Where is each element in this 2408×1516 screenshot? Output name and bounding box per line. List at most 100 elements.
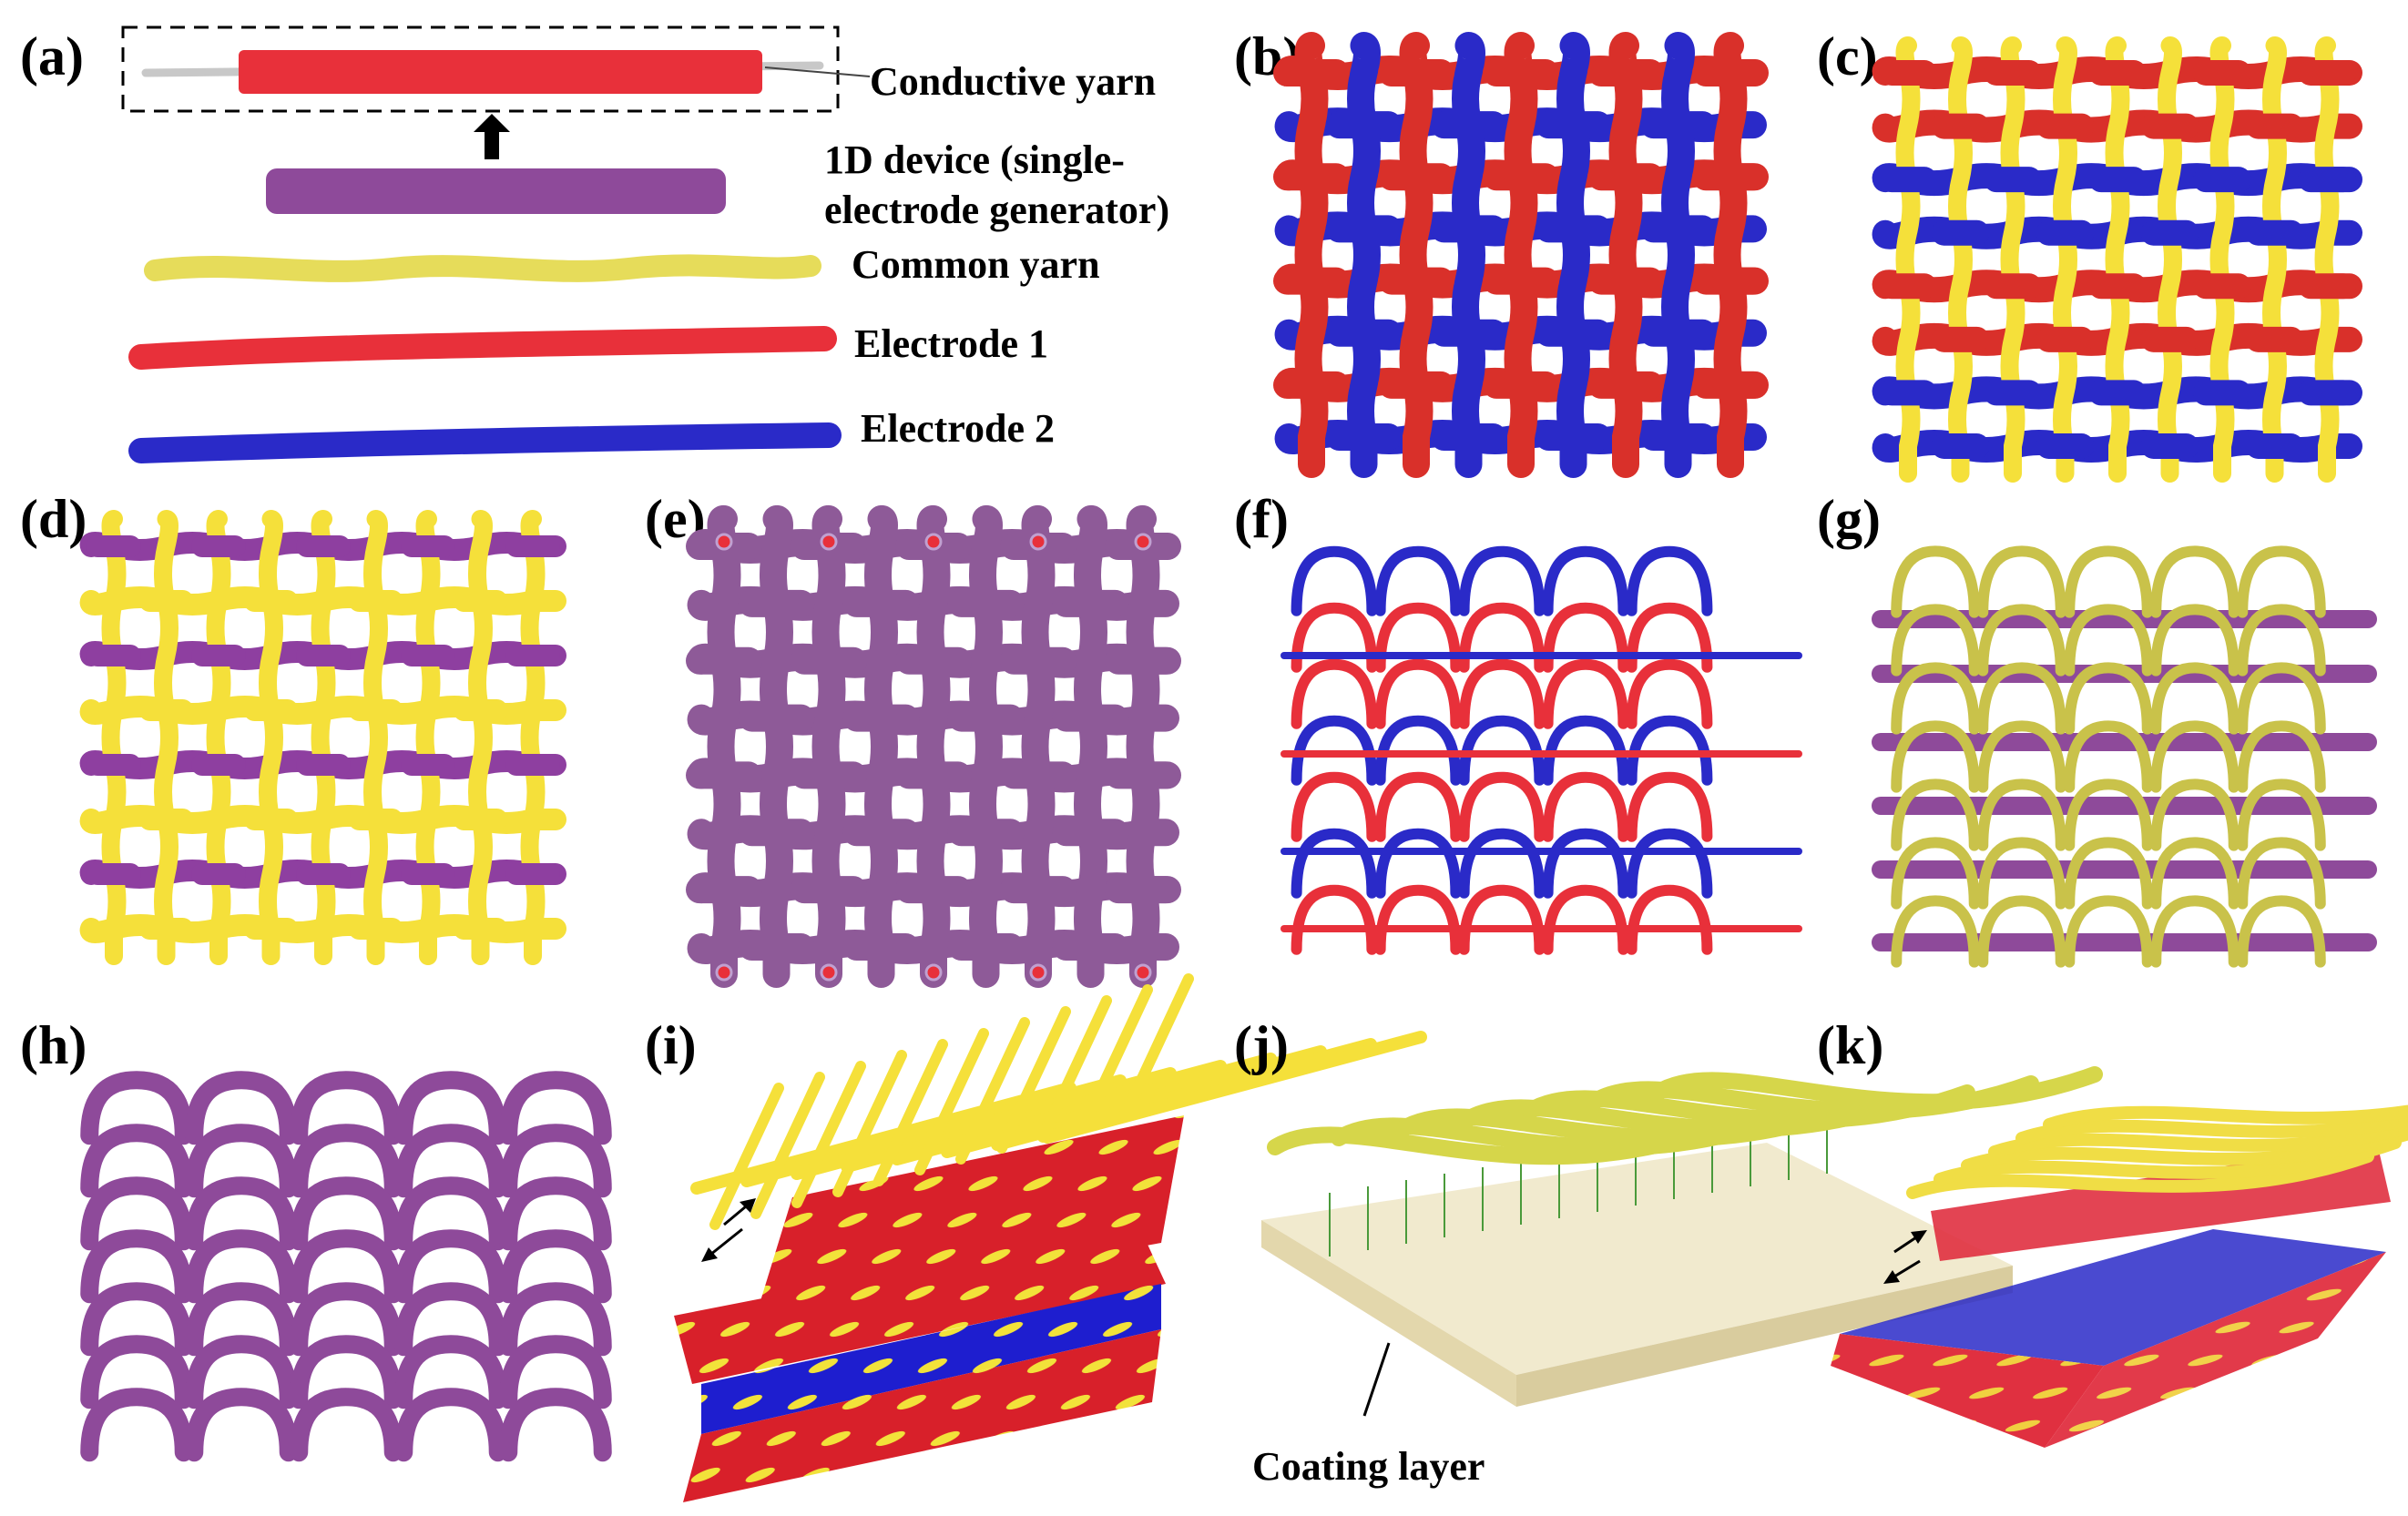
yarn-end-cap [820,533,838,551]
knit-loop [80,1335,193,1409]
knit-loop [499,1071,612,1145]
panel-c: (c) [1817,26,2362,483]
knit-loop [1374,884,1462,955]
weave-electrodes-common [1872,36,2362,483]
warp-yarn [206,510,231,965]
knit-yarn [1906,1150,2374,1199]
coating-edge-side [1516,1266,2013,1407]
warp-yarn [1074,505,1107,988]
mesh-yarn [791,1061,866,1208]
knit-loop [1977,720,2066,793]
common-yarn [144,254,821,282]
warp-yarn [1661,32,1695,478]
warp-yarn [259,510,283,965]
panel-g: (g) [1817,489,2377,968]
knit-loop [2064,837,2153,910]
yarn-end-cap [715,533,733,551]
knit-loop [1542,602,1629,673]
mesh-yarn [873,1039,948,1186]
mesh-yarn [1041,1031,1427,1144]
knit-loop [394,1282,507,1357]
knit-loop [1291,771,1378,842]
knit-loop [80,1176,193,1251]
knit-loop [1977,662,2066,735]
warp-yarn [2000,36,2025,483]
knit-loop [2150,720,2240,793]
knit-loop [1458,658,1546,729]
knit-loop [2150,604,2240,677]
panel-label-g: (g) [1817,489,1881,549]
highlight-box [121,25,840,113]
knit-loop [1458,828,1546,899]
knit-loop [2150,778,2240,851]
knit-loop [394,1388,507,1462]
warp-yarn [2262,36,2287,483]
knit-loop [1542,771,1629,842]
panel-label-k: (k) [1817,1015,1883,1075]
warp-yarn [415,510,441,965]
knit-loop [1458,771,1546,842]
warp-yarn [707,505,741,988]
panel-i: (i) [645,973,1427,1502]
electrode-stripe-red-k [1831,1334,2104,1448]
knit-loop [1374,545,1462,616]
yarn-end-cap [1029,533,1047,551]
label-1d-device-line2: electrode generator) [824,188,1169,232]
yarn-end-cap [1134,533,1152,551]
knit-loop [394,1335,507,1409]
knit-yarn [1934,1136,2402,1185]
warp-yarn [916,505,951,988]
knit-device-only [80,1071,612,1462]
knit-loop [394,1229,507,1304]
panel-f: (f) [1234,489,1802,955]
panel-label-h: (h) [20,1015,87,1075]
label-common-yarn: Common yarn [852,242,1100,287]
weave-device-only [686,505,1181,988]
warp-yarn [468,510,493,965]
knit-mesh-top-k [1906,1104,2408,1199]
panel-a: (a) Conductive yarn 1D device (single- e… [20,25,1169,463]
panel-h: (h) [20,1015,612,1462]
panel-k: (k) [1817,1015,2408,1448]
weave-red-blue [1273,32,1769,478]
knit-loop [2150,837,2240,910]
knit-loop [1542,884,1629,955]
knit-red-blue [1281,545,1802,955]
knit-loop [2064,778,2153,851]
electrode-1-yarn [128,326,837,370]
knit-loop [1374,658,1462,729]
knit-loop [1977,895,2066,968]
yarn-end-cap [924,963,943,982]
knit-loop [1626,771,1713,842]
knit-loop [290,1282,403,1357]
yarn-end-cap [820,963,838,982]
panel-e: (e) [645,489,1181,988]
knit-loop [1891,895,1980,968]
knit-loop [2064,895,2153,968]
knit-loop [2064,604,2153,677]
knit-loop [290,1335,403,1409]
warp-yarn [1126,505,1160,988]
yarn-end-cap [715,963,733,982]
device-1d-rod [266,168,726,214]
knit-loop [2237,662,2326,735]
warp-yarn [864,505,898,988]
panel-label-c: (c) [1817,26,1878,86]
knit-loop [185,1124,298,1198]
panel-b: (b) [1234,26,1769,478]
panel-d: (d) [20,489,566,965]
knit-loop [185,1229,298,1304]
knit-yarn [2043,1104,2408,1131]
electrode-stripe-red-k2 [2045,1252,2386,1448]
weave-device-common [79,510,566,965]
knit-loop [2237,895,2326,968]
knit-loop [290,1071,403,1145]
panel-label-d: (d) [20,489,87,549]
electrode-layer-top [756,1115,1184,1316]
panel-label-a: (a) [20,26,84,86]
mesh-yarn [709,1083,784,1230]
knit-loop [2150,545,2240,618]
knit-yarn [1649,1066,2103,1111]
knit-loop [2150,895,2240,968]
